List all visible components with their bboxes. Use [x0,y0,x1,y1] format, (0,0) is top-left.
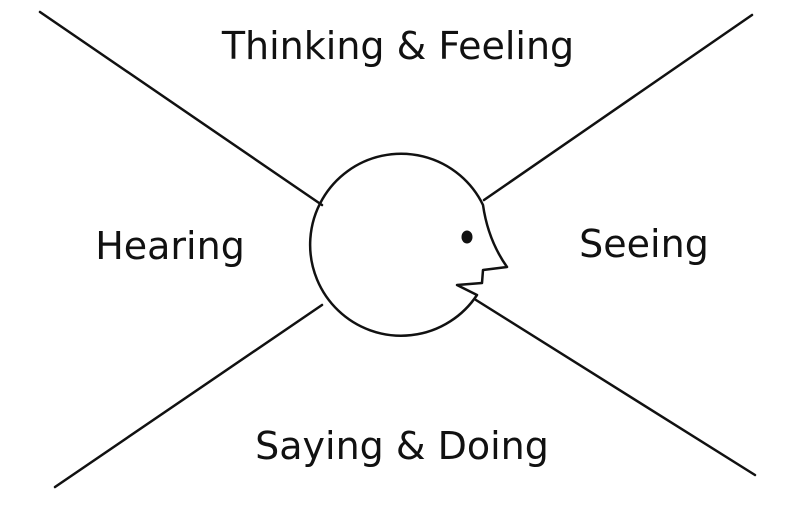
divider-line-bottom-right [474,298,757,477]
quadrant-label-thinking-feeling: Thinking & Feeling [221,24,575,68]
quadrant-label-saying-doing: Saying & Doing [255,424,549,468]
divider-line-top-left [38,10,324,207]
divider-line-top-right [482,13,754,202]
quadrant-label-seeing: Seeing [579,222,709,266]
divider-line-bottom-left [53,303,324,489]
head-profile-icon [308,152,509,337]
eye-icon [461,230,473,244]
quadrant-label-hearing: Hearing [95,224,245,268]
